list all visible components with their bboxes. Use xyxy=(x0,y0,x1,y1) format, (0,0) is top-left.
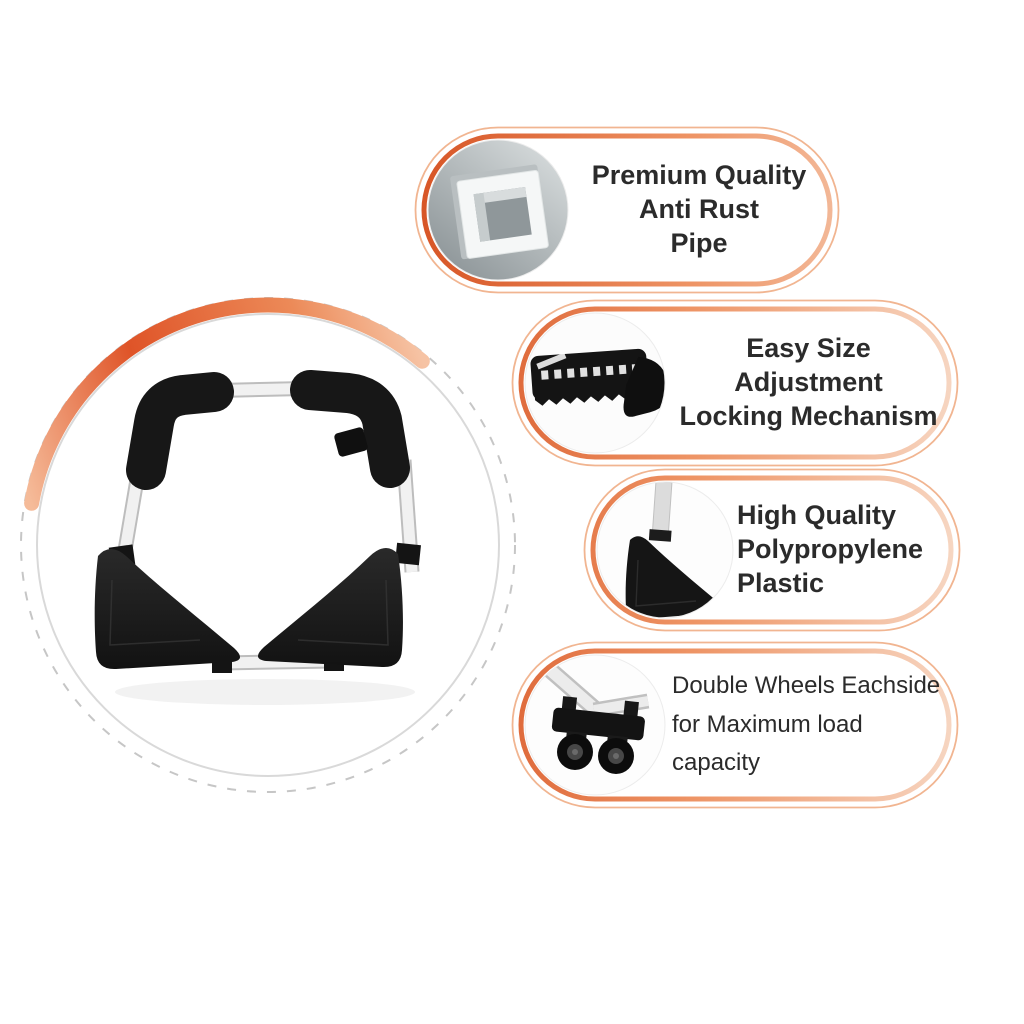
stand-product-image xyxy=(94,370,421,705)
feature-line: High Quality xyxy=(737,500,897,531)
feature-line: capacity xyxy=(672,749,761,777)
polypropylene-corner-photo xyxy=(597,482,733,618)
feature-text-double-wheels: Double Wheels Eachside for Maximum load … xyxy=(672,652,956,798)
hero-orange-arc xyxy=(24,297,430,511)
feature-line: Double Wheels Eachside xyxy=(672,672,941,700)
feature-line: for Maximum load xyxy=(672,710,863,738)
locking-mechanism-photo xyxy=(525,313,665,453)
feature-text-polypropylene: High Quality Polypropylene Plastic xyxy=(737,480,955,620)
stand-corner-bottom-right xyxy=(257,547,403,668)
feature-line: Plastic xyxy=(737,567,825,598)
double-wheels-photo xyxy=(525,655,665,795)
feature-capsules xyxy=(414,126,961,809)
stand-corner-bottom-left xyxy=(94,549,241,670)
stand-lock-knob xyxy=(334,427,368,457)
hero-circle-frame xyxy=(20,297,516,793)
stand-corner-top-left xyxy=(126,372,234,490)
feature-line: Pipe xyxy=(670,227,728,258)
feature-text-premium-pipe: Premium Quality Anti Rust Pipe xyxy=(570,138,828,282)
feature-line: Polypropylene xyxy=(737,534,924,565)
feature-text-locking-mechanism: Easy Size Adjustment Locking Mechanism xyxy=(666,310,951,456)
feature-line: Easy Size xyxy=(746,333,871,364)
anti-rust-pipe-photo xyxy=(428,140,568,280)
feature-line: Adjustment xyxy=(734,367,883,398)
feature-line: Premium Quality xyxy=(591,160,807,191)
stand-corner-top-right xyxy=(290,370,410,488)
feature-line: Anti Rust xyxy=(639,194,759,225)
feature-line: Locking Mechanism xyxy=(679,400,938,431)
